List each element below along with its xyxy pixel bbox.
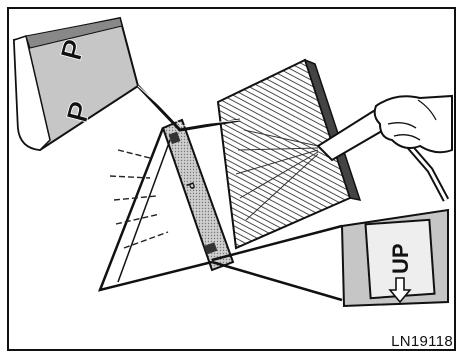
callout-bottom: UP [342,210,448,306]
figure-id-label: LN19118 [391,333,453,350]
callout-bottom-label: UP [388,243,413,274]
